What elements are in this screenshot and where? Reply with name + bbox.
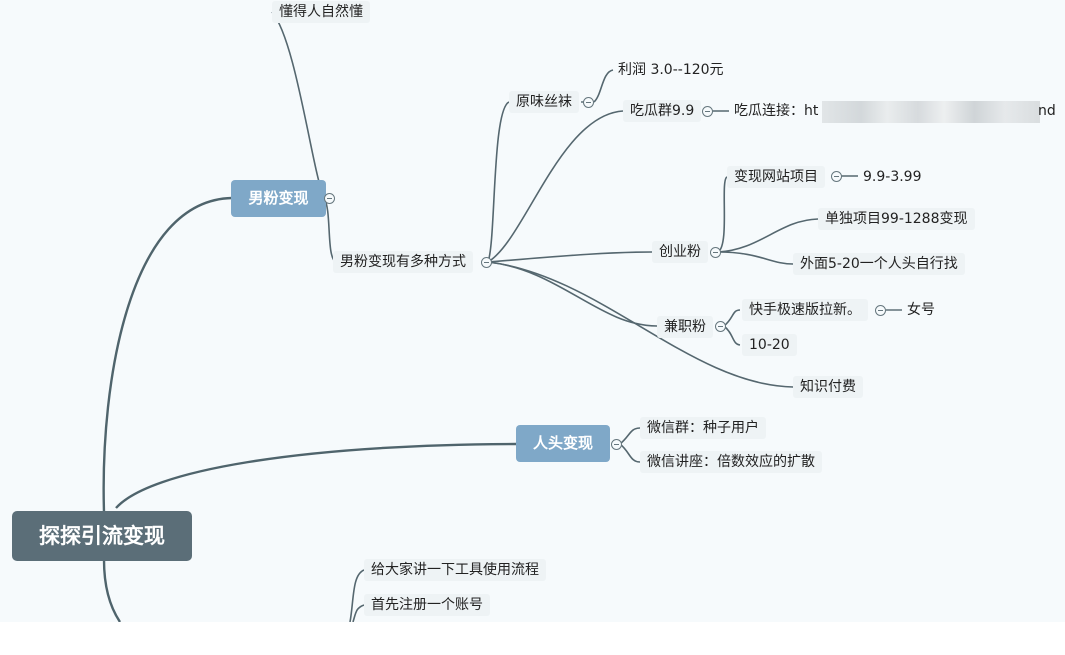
link-male-topnote — [271, 11, 325, 199]
female-account-node[interactable]: 女号 — [907, 302, 935, 318]
redacted-link-blur — [822, 101, 1040, 123]
link-root-head — [115, 442, 517, 509]
chigua-node[interactable]: 吃瓜群9.9 — [623, 100, 702, 122]
male-methods-node[interactable]: 男粉变现有多种方式 — [333, 251, 473, 273]
link-head-lecture — [619, 443, 641, 463]
link-methods-chigua — [487, 110, 624, 263]
link-chuangye-site — [717, 176, 728, 253]
link-methods-zhishi — [487, 261, 794, 388]
collapse-icon[interactable] — [831, 171, 842, 182]
collapse-icon[interactable] — [710, 247, 721, 258]
male-top-note[interactable]: 懂得人自然懂 — [272, 1, 370, 23]
collapse-icon[interactable] — [324, 193, 335, 204]
root-node[interactable]: 探探引流变现 — [12, 511, 192, 561]
jianzhi-node[interactable]: 兼职粉 — [657, 316, 713, 338]
collapse-icon[interactable] — [611, 439, 622, 450]
chigua-link-suffix[interactable]: nd — [1038, 103, 1056, 119]
outside-price-node[interactable]: 外面5-20一个人头自行找 — [793, 253, 965, 275]
jianzhi-price-node[interactable]: 10-20 — [742, 334, 797, 356]
zhishi-node[interactable]: 知识付费 — [793, 376, 863, 398]
connector-lines — [102, 11, 902, 622]
link-chuangye-single — [717, 218, 819, 253]
mindmap-canvas: 探探引流变现 懂得人自然懂 男粉变现 男粉变现有多种方式 原味丝袜 利润 3.0… — [12, 1, 1056, 622]
site-project-node[interactable]: 变现网站项目 — [727, 166, 825, 188]
link-methods-yuanwei — [487, 101, 510, 263]
chigua-link-prefix[interactable]: 吃瓜连接：ht — [734, 103, 819, 119]
collapse-icon[interactable] — [875, 305, 886, 316]
collapse-icon[interactable] — [583, 97, 594, 108]
link-head-group — [619, 427, 641, 445]
link-methods-jianzhi — [487, 261, 658, 327]
link-jianzhi-price — [723, 325, 741, 346]
tools-intro-node[interactable]: 给大家讲一下工具使用流程 — [364, 559, 546, 581]
male-branch-node[interactable]: 男粉变现 — [231, 180, 326, 217]
link-yuanwei-profit — [593, 69, 614, 103]
yuanwei-profit-node[interactable]: 利润 3.0--120元 — [618, 62, 724, 78]
yuanwei-node[interactable]: 原味丝袜 — [509, 91, 579, 113]
link-root-male — [102, 196, 233, 513]
kuaishou-node[interactable]: 快手极速版拉新。 — [742, 299, 868, 321]
link-tools-register — [352, 604, 365, 622]
wechat-group-node[interactable]: 微信群：种子用户 — [640, 417, 766, 439]
collapse-icon[interactable] — [702, 106, 713, 117]
single-project-node[interactable]: 单独项目99-1288变现 — [818, 208, 975, 230]
head-branch-node[interactable]: 人头变现 — [516, 425, 610, 462]
chuangye-node[interactable]: 创业粉 — [652, 241, 708, 263]
collapse-icon[interactable] — [481, 257, 492, 268]
link-chuangye-outside — [717, 251, 794, 265]
wechat-lecture-node[interactable]: 微信讲座：倍数效应的扩散 — [640, 451, 822, 473]
link-methods-chuangye — [487, 251, 653, 263]
link-root-tools — [102, 559, 121, 622]
link-jianzhi-kuaishou — [723, 309, 741, 327]
tools-register-node[interactable]: 首先注册一个账号 — [364, 594, 490, 616]
link-tools-intro — [349, 569, 365, 622]
collapse-icon[interactable] — [715, 321, 726, 332]
site-project-value[interactable]: 9.9-3.99 — [863, 169, 922, 185]
